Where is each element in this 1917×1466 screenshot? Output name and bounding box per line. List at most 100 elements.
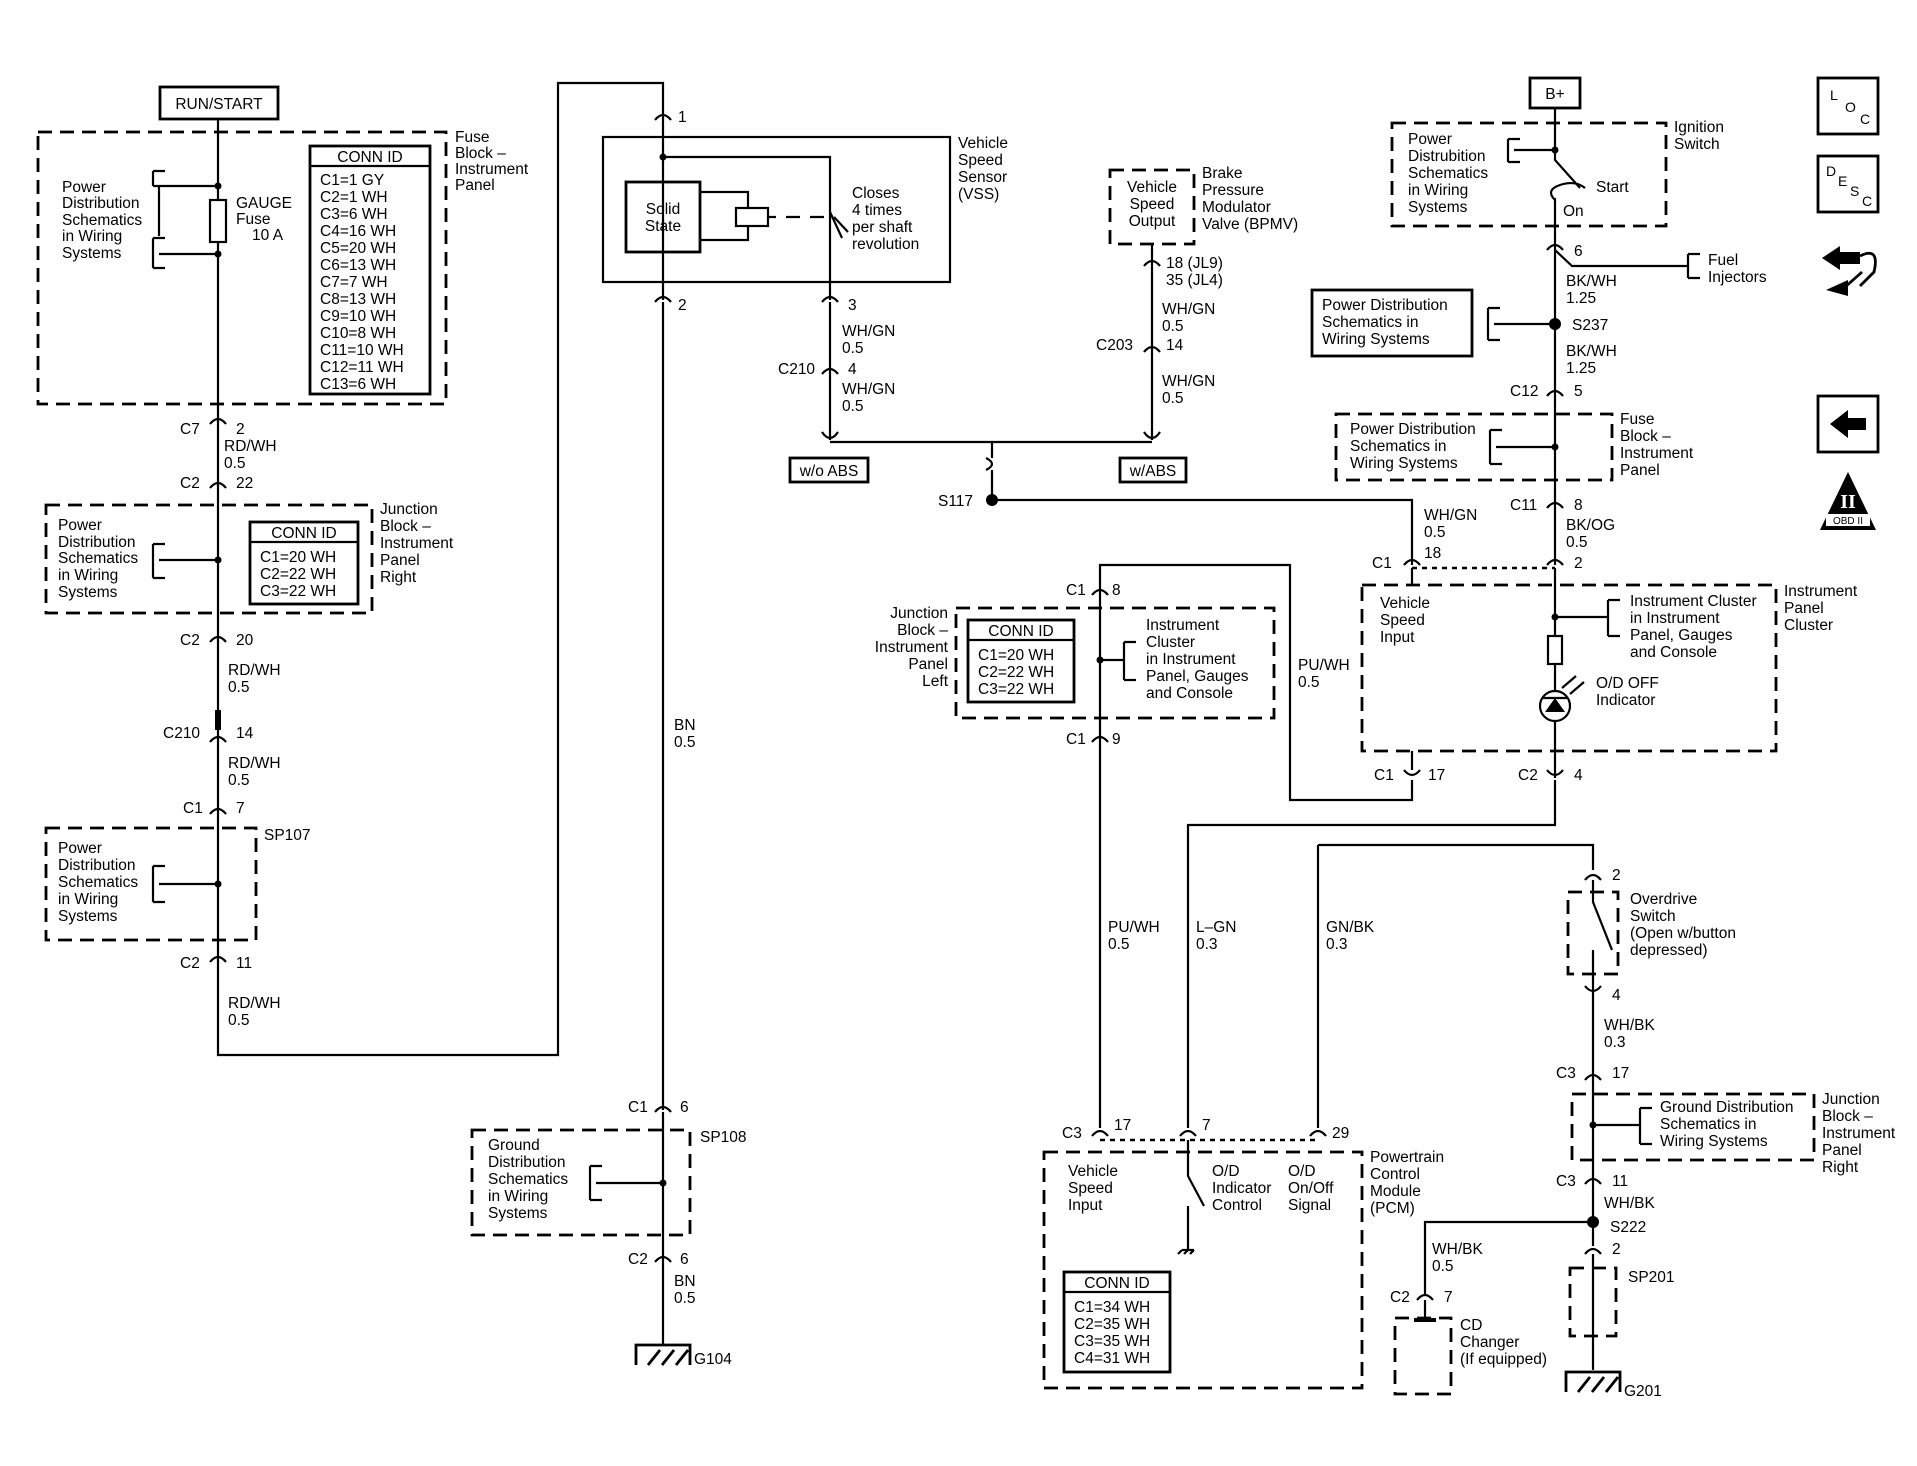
splice-pack-sp201: 2 SP201	[1568, 1241, 1675, 1370]
svg-text:in Wiring: in Wiring	[58, 891, 118, 908]
svg-text:State: State	[645, 218, 681, 235]
svg-text:Junction: Junction	[380, 501, 438, 518]
ground-g201: G201	[1564, 1370, 1662, 1400]
svg-text:Control: Control	[1370, 1166, 1420, 1183]
abs-option-branch: w/o ABS w/ABS S117 WH/GN 0.5	[788, 431, 1477, 565]
svg-text:Power Distribution: Power Distribution	[1322, 297, 1448, 314]
svg-text:14: 14	[1166, 337, 1184, 354]
svg-text:Panel, Gauges: Panel, Gauges	[1146, 668, 1249, 685]
svg-text:GN/BK: GN/BK	[1326, 919, 1375, 936]
svg-text:0.5: 0.5	[1432, 1258, 1454, 1275]
svg-text:2: 2	[236, 421, 245, 438]
svg-text:depressed): depressed)	[1630, 942, 1708, 959]
svg-text:Right: Right	[380, 569, 417, 586]
fuse-conn-row: C4=16 WH	[320, 223, 396, 240]
svg-text:Distribution: Distribution	[58, 534, 136, 551]
pd-ref-1-line-5: Systems	[62, 245, 122, 262]
svg-text:per shaft: per shaft	[852, 219, 913, 236]
svg-text:Brake: Brake	[1202, 165, 1243, 182]
svg-text:1: 1	[678, 109, 687, 126]
svg-text:Modulator: Modulator	[1202, 199, 1271, 216]
svg-text:C3=35 WH: C3=35 WH	[1074, 1333, 1150, 1350]
splice-s237: Power Distribution Schematics in Wiring …	[1310, 288, 1617, 377]
svg-text:0.5: 0.5	[228, 679, 250, 696]
svg-text:Instrument: Instrument	[875, 639, 949, 656]
svg-text:29: 29	[1332, 1125, 1349, 1142]
svg-text:2: 2	[1612, 867, 1621, 884]
svg-text:WH/BK: WH/BK	[1432, 1241, 1483, 1258]
svg-text:Vehicle: Vehicle	[1380, 595, 1430, 612]
svg-text:C1=34 WH: C1=34 WH	[1074, 1299, 1150, 1316]
svg-text:Start: Start	[1596, 179, 1629, 196]
wo-abs-label: w/o ABS	[799, 463, 859, 480]
svg-text:WH/GN: WH/GN	[842, 381, 895, 398]
svg-text:Overdrive: Overdrive	[1630, 891, 1697, 908]
svg-text:0.5: 0.5	[674, 734, 696, 751]
svg-text:S222: S222	[1610, 1219, 1646, 1236]
fuse-conn-row: C11=10 WH	[320, 342, 404, 359]
svg-text:0.5: 0.5	[1162, 318, 1184, 335]
w-abs-label: w/ABS	[1129, 463, 1177, 480]
svg-text:C3=22 WH: C3=22 WH	[978, 681, 1054, 698]
fuse-conn-row: C1=1 GY	[320, 172, 384, 189]
svg-text:C: C	[1860, 111, 1870, 127]
ignition-pin-6: 6 Fuel Injectors BK/WH 1.25	[1546, 243, 1767, 307]
loc-icon[interactable]: L O C	[1816, 76, 1880, 136]
svg-text:Ground Distribution: Ground Distribution	[1660, 1099, 1794, 1116]
pd-ref-1-line-3: Schematics	[62, 212, 142, 229]
svg-text:Instrument Cluster: Instrument Cluster	[1630, 593, 1757, 610]
instrument-panel-cluster: C1 18 2 Instrument Panel Cluster Vehicle…	[1360, 545, 1858, 784]
svg-text:WH/GN: WH/GN	[1162, 301, 1215, 318]
svg-text:Distribution: Distribution	[488, 1154, 566, 1171]
desc-icon[interactable]: D E S C	[1816, 154, 1880, 214]
svg-text:Solid: Solid	[646, 201, 680, 218]
svg-text:Pressure: Pressure	[1202, 182, 1264, 199]
svg-text:in Instrument: in Instrument	[1146, 651, 1236, 668]
svg-text:C3: C3	[1062, 1125, 1082, 1142]
vehicle-speed-sensor: 1 Vehicle Speed Sensor (VSS) Solid State…	[601, 109, 1008, 314]
svg-text:Instrument: Instrument	[1620, 445, 1694, 462]
svg-text:Right: Right	[1822, 1159, 1859, 1176]
svg-text:17: 17	[1114, 1117, 1131, 1134]
connector-c1-7: C1 7	[183, 800, 245, 817]
fuse-conn-row: C6=13 WH	[320, 257, 396, 274]
svg-text:Panel, Gauges: Panel, Gauges	[1630, 627, 1733, 644]
svg-text:Systems: Systems	[58, 908, 118, 925]
svg-text:S: S	[1850, 183, 1859, 199]
svg-text:G201: G201	[1624, 1383, 1662, 1400]
gauge-fuse-label-3: 10 A	[252, 227, 284, 244]
svg-text:18 (JL9): 18 (JL9)	[1166, 255, 1223, 272]
svg-text:2: 2	[678, 297, 687, 314]
ignition-switch: Ignition Switch Power Distrubition Schem…	[1390, 108, 1724, 250]
obd-ii-icon[interactable]: II OBD II	[1820, 472, 1876, 530]
brake-pressure-modulator-valve: Vehicle Speed Output Brake Pressure Modu…	[1096, 165, 1298, 440]
svg-text:(Open w/button: (Open w/button	[1630, 925, 1736, 942]
svg-text:Power Distribution: Power Distribution	[1350, 421, 1476, 438]
svg-text:WH/BK: WH/BK	[1604, 1017, 1655, 1034]
svg-text:0.5: 0.5	[224, 455, 246, 472]
svg-text:4: 4	[1612, 987, 1621, 1004]
back-arrow-icon[interactable]	[1816, 394, 1880, 454]
junction-block-ip-left: C1 8 Junction Block – Instrument Panel L…	[875, 582, 1276, 748]
connector-c2-6: C2 6 BN 0.5	[628, 1251, 696, 1307]
svg-text:Junction: Junction	[890, 605, 948, 622]
svg-text:C1=20 WH: C1=20 WH	[260, 549, 336, 566]
svg-text:Left: Left	[922, 673, 949, 690]
svg-text:OBD II: OBD II	[1833, 516, 1863, 527]
pd-ref-1-line-2: Distribution	[62, 195, 140, 212]
svg-text:Schematics: Schematics	[58, 550, 138, 567]
svg-text:18: 18	[1424, 545, 1441, 562]
svg-text:7: 7	[236, 800, 245, 817]
svg-text:WH/GN: WH/GN	[842, 323, 895, 340]
component-locator-icon[interactable]	[1822, 246, 1877, 296]
svg-text:C2: C2	[1518, 767, 1538, 784]
svg-text:Instrument: Instrument	[1146, 617, 1220, 634]
svg-text:C2=35 WH: C2=35 WH	[1074, 1316, 1150, 1333]
svg-text:8: 8	[1574, 497, 1583, 514]
svg-text:Speed: Speed	[958, 152, 1003, 169]
svg-text:Output: Output	[1129, 213, 1176, 230]
fuse-block-ip-right: Fuse Block – Instrument Panel Power Dist…	[1334, 411, 1694, 482]
svg-text:C1: C1	[628, 1099, 648, 1116]
fuse-block-label-3: Instrument	[455, 161, 529, 178]
svg-text:22: 22	[236, 475, 253, 492]
